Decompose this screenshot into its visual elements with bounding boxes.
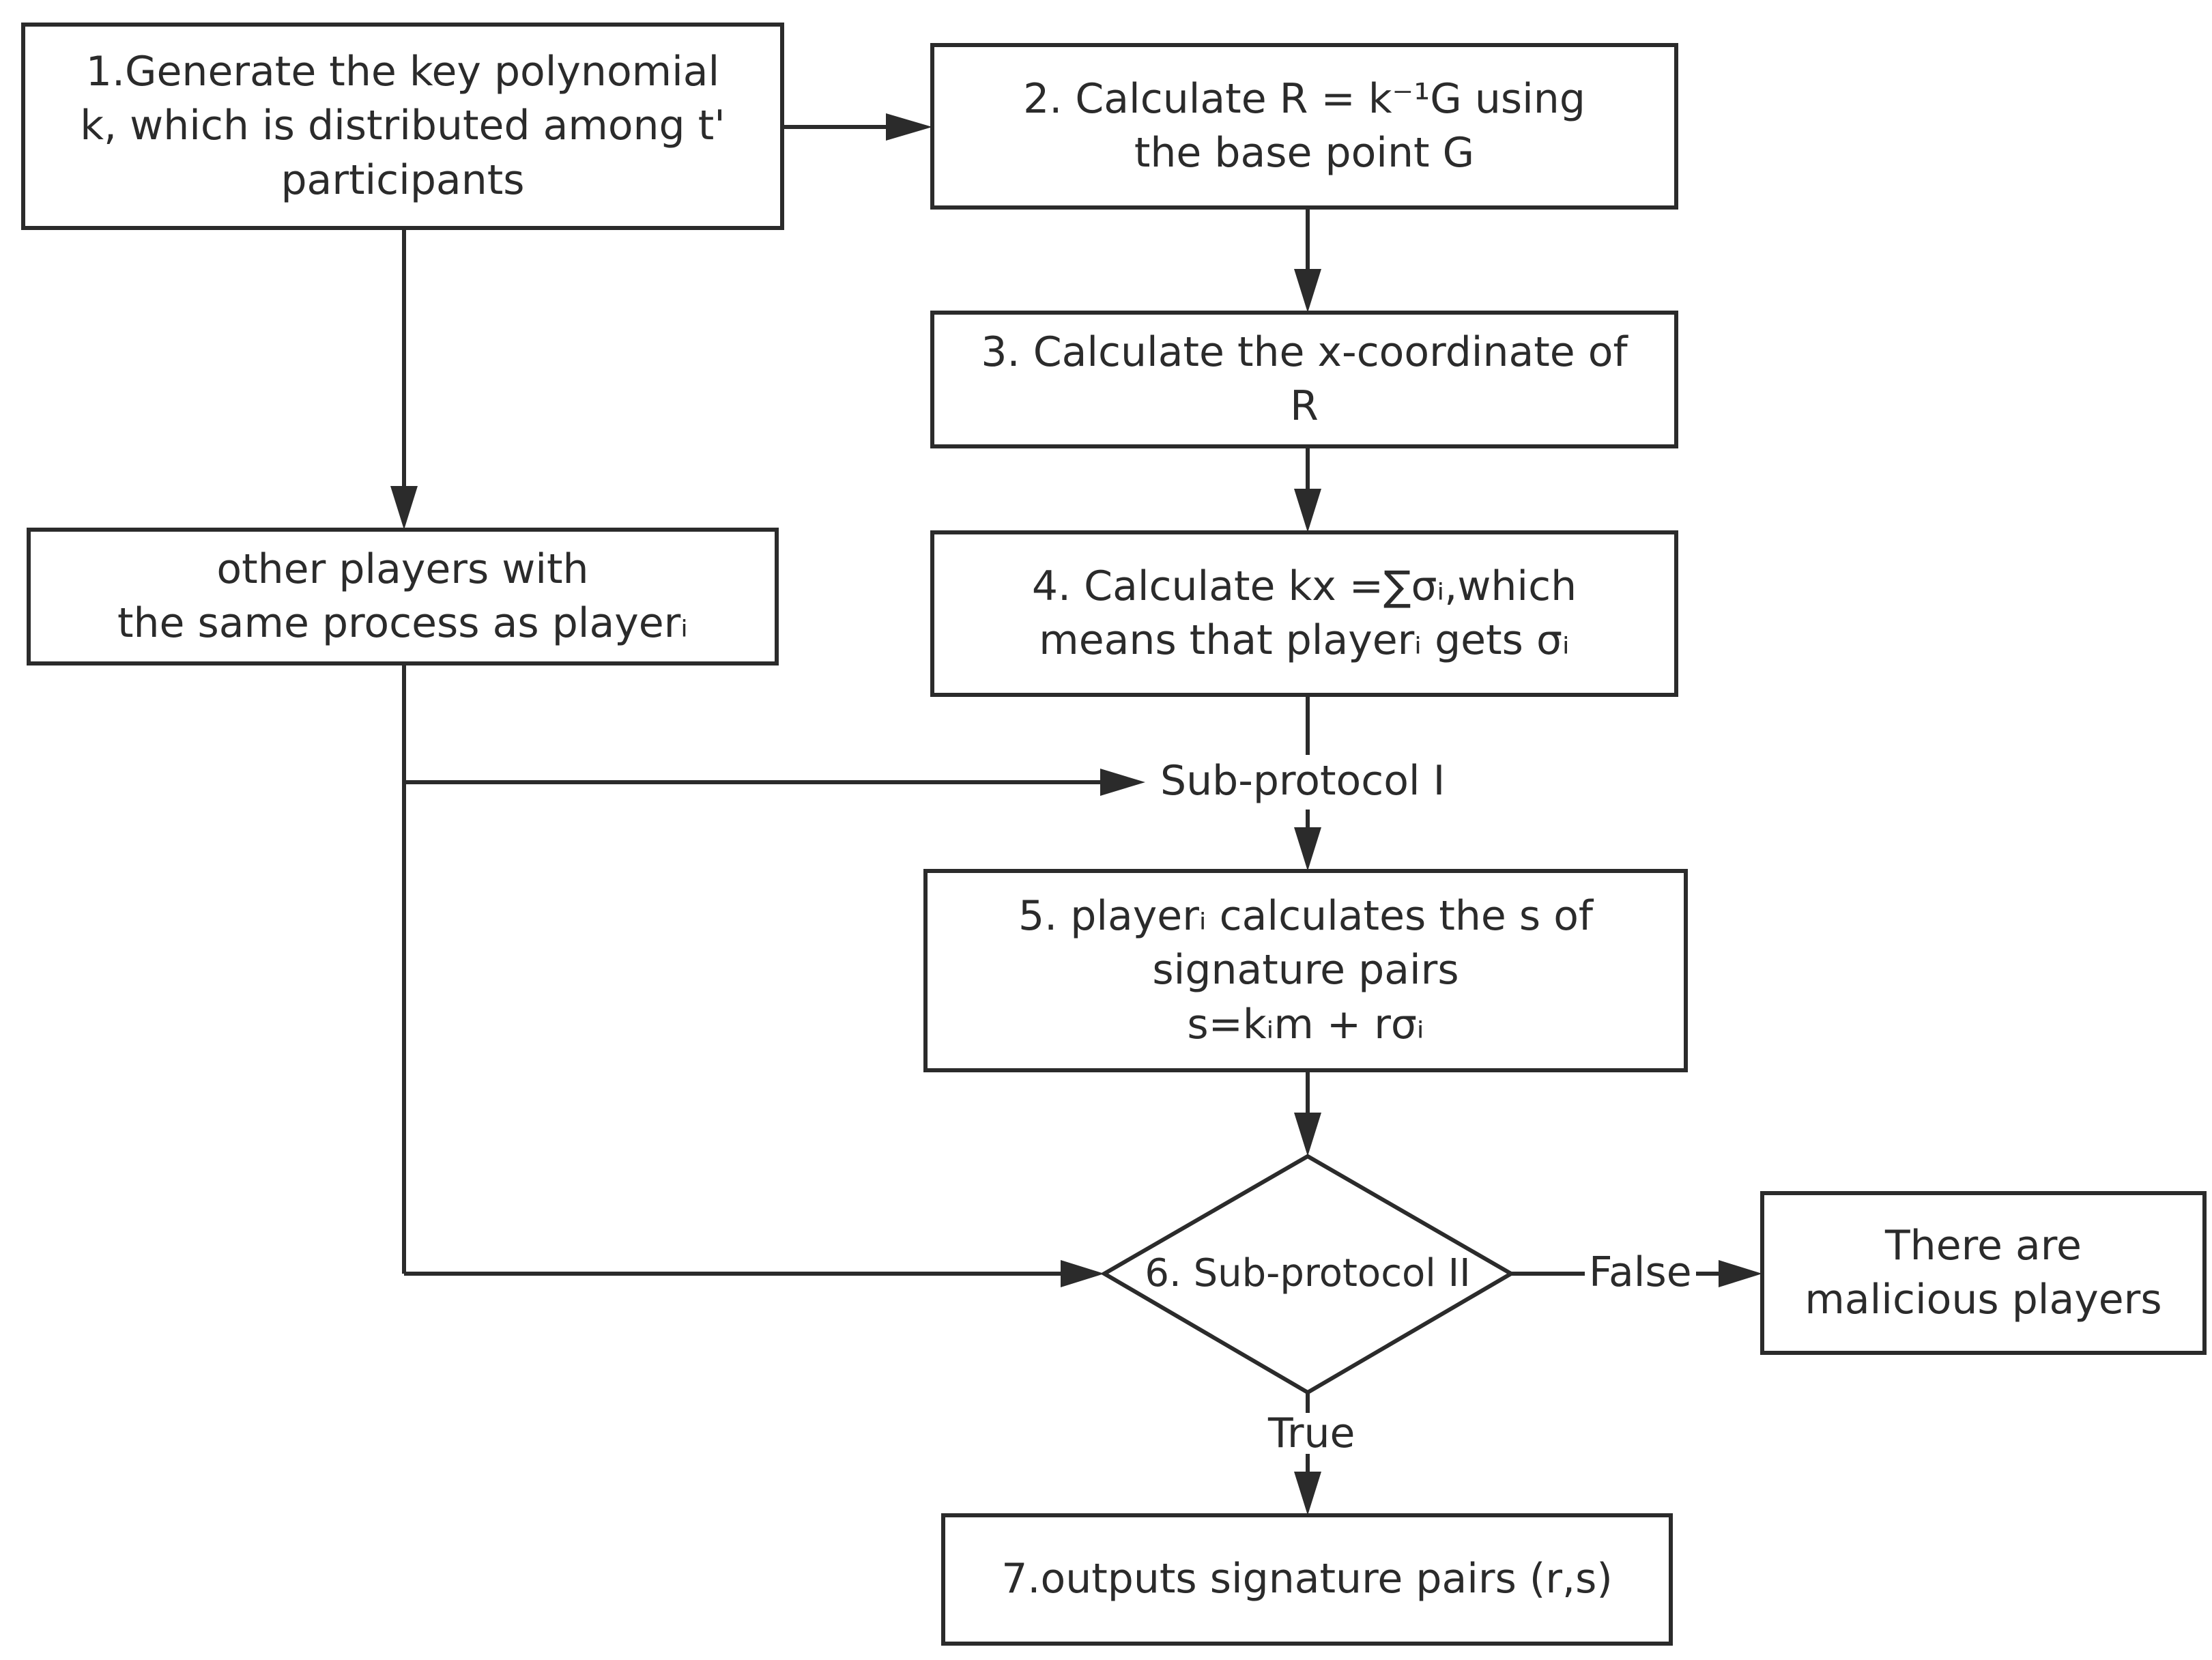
step2-line-1: 2. Calculate R = k⁻¹G using: [1023, 74, 1585, 123]
step3-box: [930, 311, 1678, 448]
step2-label: 2. Calculate R = k⁻¹G using the base poi…: [932, 45, 1676, 208]
step5-line-1: 5. playerᵢ calculates the s of: [1018, 892, 1594, 941]
step1-line-3: participants: [281, 156, 525, 204]
step4-label: 4. Calculate kx =∑σᵢ,which means that pl…: [932, 532, 1676, 695]
step1-line-2: k, which is distributed among t': [80, 102, 726, 150]
step4-box: [930, 530, 1678, 697]
malicious-line-1: There are: [1885, 1221, 2082, 1270]
malicious-line-2: malicious players: [1805, 1276, 2162, 1323]
step6-label: 6. Sub-protocol II: [1119, 1249, 1496, 1298]
other-players-line-1: other players with: [216, 545, 589, 593]
step3-line-2: R: [1290, 382, 1319, 430]
step5-box: [923, 869, 1688, 1072]
step2-line-2: the base point G: [1134, 129, 1475, 177]
step5-line-3: s=kᵢm + rσᵢ: [1187, 1000, 1424, 1048]
step3-label: 3. Calculate the x-coordinate of R: [932, 313, 1676, 446]
other-players-label: other players with the same process as p…: [29, 530, 777, 663]
step1-box: [21, 23, 784, 230]
step4-line-1: 4. Calculate kx =∑σᵢ,which: [1031, 562, 1577, 610]
arrowhead-malicious: [1719, 1260, 1762, 1287]
step1-label: 1.Generate the key polynomial k, which i…: [23, 25, 782, 228]
other-players-line-2: the same process as playerᵢ: [117, 599, 689, 647]
step6-text: 6. Sub-protocol II: [1145, 1251, 1471, 1296]
step4-line-2: means that playerᵢ gets σᵢ: [1039, 616, 1570, 664]
step5-label: 5. playerᵢ calculates the s of signature…: [925, 871, 1686, 1070]
malicious-label: There are malicious players: [1762, 1193, 2204, 1353]
false-branch-label: False: [1585, 1252, 1696, 1293]
step3-line-1: 3. Calculate the x-coordinate of: [981, 328, 1628, 376]
step1-line-1: 1.Generate the key polynomial: [85, 48, 720, 96]
arrowhead-step2: [886, 113, 932, 141]
step7-label: 7.outputs signature pairs (r,s): [943, 1515, 1671, 1644]
true-branch-label: True: [1264, 1413, 1360, 1454]
arrowhead-subprotocol1: [1100, 769, 1145, 796]
step5-line-2: signature pairs: [1152, 946, 1459, 994]
subprotocol1-label: Sub-protocol I: [1155, 760, 1451, 801]
arrowhead-step6-left: [1061, 1260, 1104, 1287]
arrowhead-step6-top: [1294, 1113, 1321, 1156]
arrowhead-step5: [1294, 827, 1321, 871]
step2-box: [930, 43, 1678, 210]
arrowhead-step7: [1294, 1472, 1321, 1515]
arrowhead-step4: [1294, 489, 1321, 532]
malicious-box: [1760, 1191, 2207, 1355]
arrowhead-step3: [1294, 269, 1321, 313]
step7-text: 7.outputs signature pairs (r,s): [1001, 1555, 1613, 1603]
step7-box: [941, 1513, 1673, 1646]
arrowhead-other-players: [390, 486, 418, 530]
